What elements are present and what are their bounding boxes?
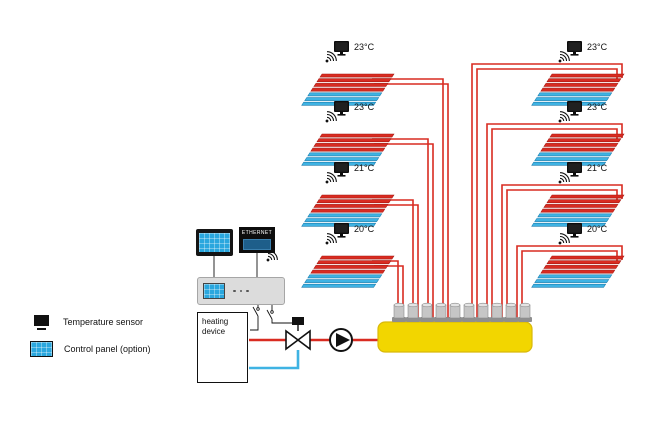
switch-contact-icon (266, 309, 273, 320)
wifi-signal-icon (320, 170, 339, 189)
heating-device-box: heating device (197, 312, 248, 383)
return-pipe (249, 350, 300, 370)
temp-label-right-4: 20°C (587, 224, 608, 234)
floor-coil (531, 73, 625, 106)
actuator-icon (391, 302, 407, 323)
floor-coil (531, 255, 625, 288)
actuator-icon (433, 302, 449, 323)
sensor-base (36, 327, 46, 330)
actuator-icon (405, 302, 421, 323)
actuator-icon (517, 302, 533, 323)
legend: Temperature sensor Control panel (option… (30, 315, 151, 357)
control-panel (197, 277, 285, 305)
floor-coil (531, 133, 625, 166)
panel-button-icon (239, 289, 242, 293)
floor-coil (301, 73, 395, 106)
actuator-icon (503, 302, 519, 323)
heating-device-label: heating device (202, 317, 229, 336)
panel-button-icon (246, 289, 249, 293)
legend-item-control-panel: Control panel (option) (30, 340, 151, 357)
contact-node (256, 307, 260, 311)
mixing-valve-icon (285, 317, 311, 351)
legend-item-temperature-sensor: Temperature sensor (30, 315, 151, 330)
actuator-icon (419, 302, 435, 323)
switch-contact-icon (252, 306, 259, 317)
control-panel-buttons (233, 289, 249, 293)
temp-label-left-4: 20°C (354, 224, 375, 234)
panel-button-icon (233, 289, 236, 293)
temp-label-left-3: 21°C (354, 163, 375, 173)
floor-coil (301, 255, 395, 288)
tablet-screen (199, 233, 230, 252)
zone-pipes-left (372, 78, 449, 322)
ethernet-label: ETHERNET (241, 230, 273, 236)
wire-panel-to-valve (271, 303, 292, 324)
actuator-icon (447, 302, 463, 323)
manifold (377, 321, 533, 353)
temp-label-right-2: 23°C (587, 102, 608, 112)
temp-label-right-3: 21°C (587, 163, 608, 173)
legend-label-control-panel: Control panel (option) (64, 343, 151, 354)
contact-node (270, 310, 274, 314)
temperature-sensor-icon (334, 162, 349, 177)
temp-label-left-2: 23°C (354, 102, 375, 112)
floor-coil (531, 194, 625, 227)
temperature-sensor-icon (334, 223, 349, 238)
wifi-signal-icon (320, 231, 339, 250)
temp-label-left-1: 23°C (354, 42, 375, 52)
temperature-sensor-icon (567, 41, 582, 56)
wifi-signal-icon (320, 49, 339, 68)
manifold-actuators (391, 302, 533, 323)
temperature-sensor-icon (567, 101, 582, 116)
ethernet-screen (243, 239, 271, 250)
pipe-left-zone-1 (372, 78, 449, 322)
wifi-signal-icon (320, 109, 339, 128)
actuator-icon (461, 302, 477, 323)
legend-label-temperature-sensor: Temperature sensor (63, 317, 144, 328)
control-panel-screen (203, 283, 225, 299)
ethernet-module: ETHERNET (239, 227, 275, 253)
control-panel-icon (30, 340, 53, 357)
temperature-sensor-icon (567, 162, 582, 177)
actuator-icon (475, 302, 491, 323)
tablet-display (196, 229, 233, 256)
temp-label-right-1: 23°C (587, 42, 608, 52)
temperature-sensor-icon (567, 223, 582, 238)
actuator-icon (489, 302, 505, 323)
temperature-sensor-icon (334, 41, 349, 56)
floor-coil (301, 194, 395, 227)
sensor-screen (33, 315, 49, 326)
temperature-sensor-icon (30, 315, 52, 330)
temperature-sensor-icon (334, 101, 349, 116)
wire-panel-to-device (250, 303, 259, 331)
pump-icon (329, 328, 353, 352)
floor-coil (301, 133, 395, 166)
